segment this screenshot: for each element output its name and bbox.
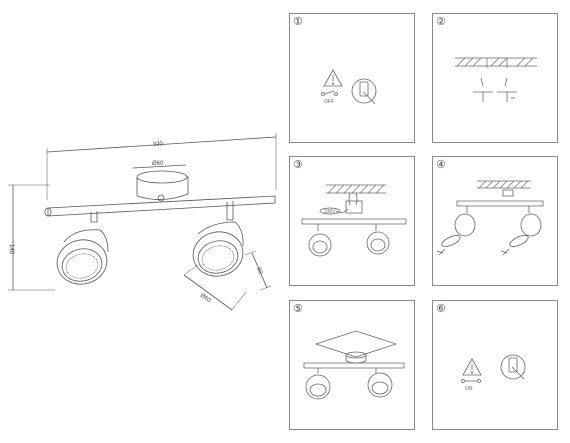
step-1-off-label: OFF [324,99,334,105]
step-1-panel: ① OFF [289,13,415,143]
head-depth-label: 60 [255,267,263,276]
step-3-panel: ③ 230V [289,156,415,286]
cable-tag [319,207,341,215]
step-1-number: ① [293,15,303,28]
step-3-number: ③ [293,158,303,171]
step-4-panel: ④ [432,156,558,286]
switch-off-icon [321,90,338,96]
ceiling-hatch [455,57,537,68]
wall-switch-hand-icon [500,354,526,380]
fixture-dimension-drawing: 320 140 Ø60 Ø60 60 [8,133,277,311]
canopy-diameter-label: Ø60 [152,161,164,167]
step-6-panel: ⑥ ON [432,300,558,430]
warning-triangle-icon [462,358,482,376]
height-label: 140 [8,244,14,255]
width-label: 320 [153,141,164,148]
warning-triangle-icon [323,69,343,87]
step-2-number: ② [436,15,446,28]
drill-screw-icon [473,77,517,102]
step-2-panel: ② [432,13,558,143]
wall-switch-hand-icon [351,78,377,105]
step-5-number: ⑤ [293,302,303,315]
step-3-voltage-label: 230V [324,209,336,215]
head-diameter-label: Ø60 [199,293,212,305]
ceiling-hatch [477,180,531,189]
switch-on-icon [461,379,481,383]
step-6-number: ⑥ [436,302,446,315]
step-4-number: ④ [436,158,446,171]
step-5-panel: ⑤ [289,300,415,430]
fixture-illustration [436,189,544,256]
ceiling-hatch [326,184,386,194]
step-6-on-label: ON [465,386,473,392]
fixture-illustration [301,218,407,257]
fixture-illustration [303,330,405,400]
terminal-block [335,192,363,214]
